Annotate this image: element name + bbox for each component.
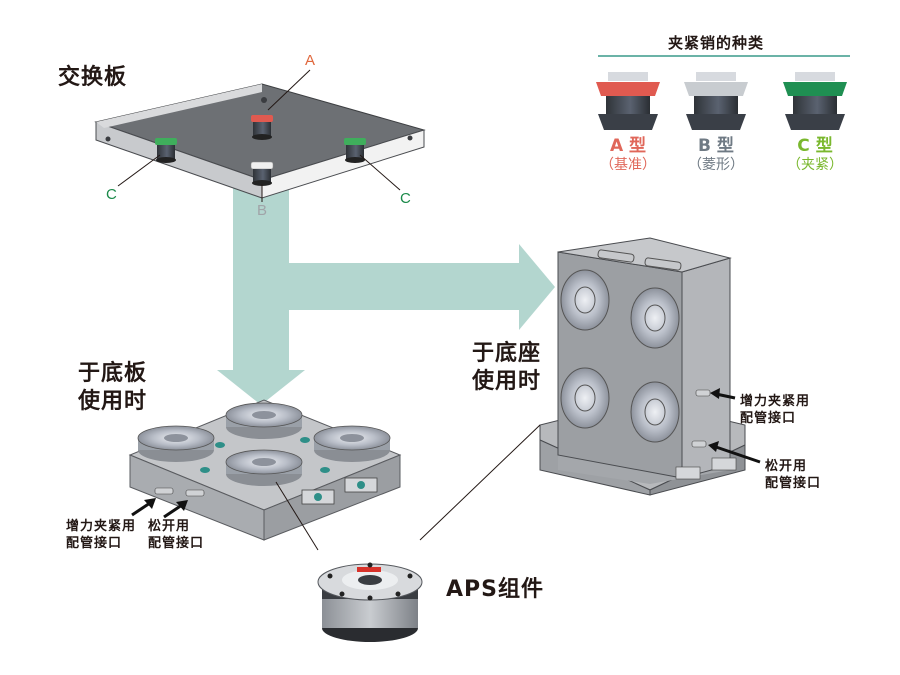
pin-B [250, 161, 274, 186]
callout-C-left: C [106, 186, 117, 203]
aps-unit-right [313, 425, 391, 462]
plate-release-port-line1: 松开用 [148, 519, 191, 534]
pin-types-legend-graphics [596, 55, 850, 130]
pin-type-B: B 型 （菱形） [676, 136, 756, 174]
block-boost-port-line1: 增力夹紧用 [740, 394, 811, 409]
pin-type-A: A 型 （基准） [588, 136, 668, 174]
pin-C-right [344, 138, 366, 163]
plate-boost-port-line1: 增力夹紧用 [66, 519, 137, 534]
block-release-port-line1: 松开用 [765, 459, 808, 474]
base-block-use-line2: 使用时 [472, 369, 542, 394]
exchange-plate-label: 交换板 [58, 65, 128, 90]
aps-unit-photo [317, 562, 423, 642]
pin-type-C: C 型 （夹紧） [775, 136, 855, 174]
pin-type-C-name: C 型 [797, 136, 833, 156]
pin-type-B-graphic [684, 72, 748, 130]
base-block-use-line1: 于底座 [472, 341, 542, 366]
base-plate-use-line2: 使用时 [78, 389, 148, 414]
pin-A [251, 115, 273, 140]
exchange-plate [94, 69, 426, 202]
base-plate-use-line1: 于底板 [78, 361, 148, 386]
pin-types-title: 夹紧销的种类 [668, 34, 765, 52]
callout-C-right: C [400, 190, 411, 207]
flow-arrows [217, 180, 555, 405]
block-boost-port-line2: 配管接口 [740, 411, 797, 426]
pin-C-left [155, 138, 177, 163]
aps-unit-left [137, 425, 215, 462]
aps-unit-label: APS组件 [446, 577, 544, 602]
pin-type-A-sub: （基准） [600, 157, 656, 173]
pin-type-B-name: B 型 [698, 136, 734, 156]
callout-B: B [257, 202, 268, 219]
block-release-port-note: 松开用 配管接口 [765, 458, 821, 492]
aps-unit-front [225, 449, 303, 486]
block-aps-units [560, 269, 680, 443]
base-plate [128, 399, 402, 551]
pin-type-C-sub: （夹紧） [787, 157, 843, 173]
base-block [419, 237, 761, 541]
base-plate-use-label: 于底板 使用时 [78, 360, 147, 416]
pin-type-C-graphic [783, 72, 847, 130]
pin-type-A-graphic [596, 72, 660, 130]
callout-A: A [305, 52, 316, 69]
pin-type-A-name: A 型 [609, 136, 647, 156]
plate-boost-port-line2: 配管接口 [66, 536, 123, 551]
arrow-right-head [519, 244, 555, 330]
plate-boost-port-note: 增力夹紧用 配管接口 [66, 518, 136, 552]
arrow-horizontal-shaft [289, 263, 519, 310]
plate-release-port-note: 松开用 配管接口 [148, 518, 204, 552]
arrow-down-head [217, 370, 305, 405]
base-block-use-label: 于底座 使用时 [472, 340, 541, 396]
aps-unit-top [225, 402, 303, 439]
pin-type-B-sub: （菱形） [688, 157, 744, 173]
block-boost-port-note: 增力夹紧用 配管接口 [740, 393, 810, 427]
arrow-vertical-shaft [233, 180, 289, 370]
plate-release-port-line2: 配管接口 [148, 536, 205, 551]
block-release-port-line2: 配管接口 [765, 476, 822, 491]
